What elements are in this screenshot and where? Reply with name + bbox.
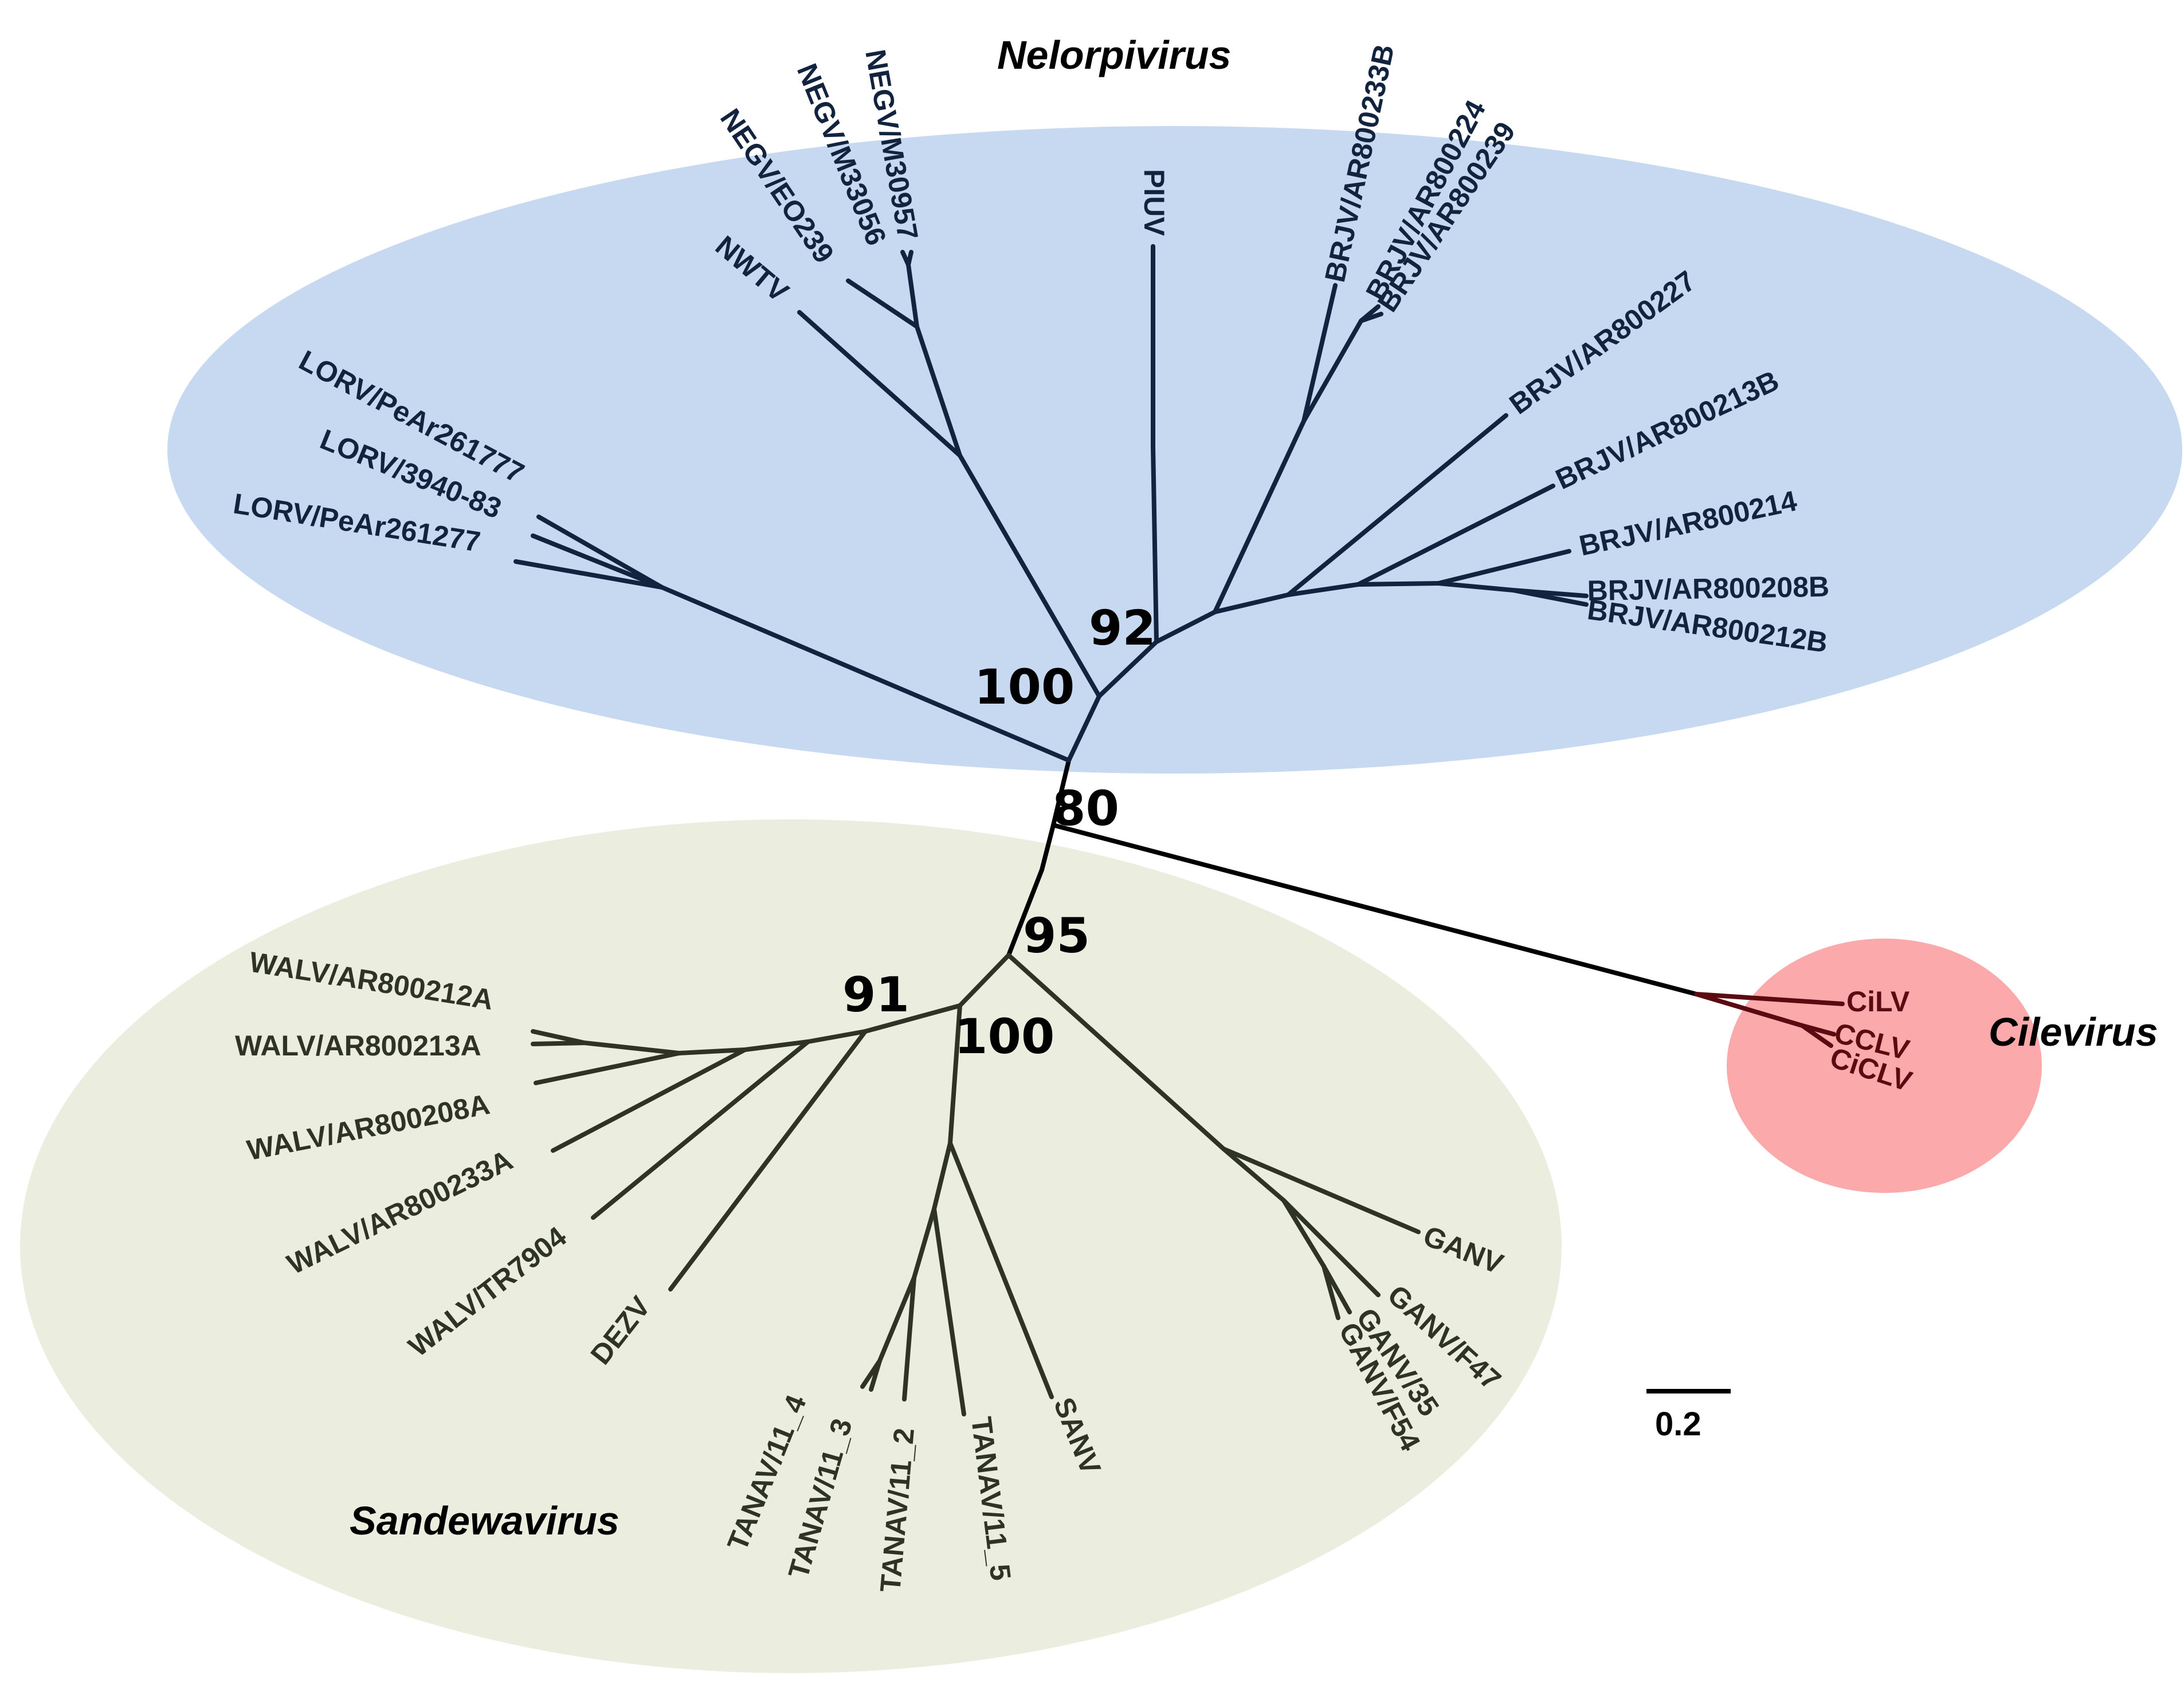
bootstrap-label-100-nelorpivirus: 100: [974, 659, 1075, 715]
branch-brjv-lower: [1213, 592, 1291, 614]
bootstrap-label-91: 91: [842, 967, 909, 1023]
leaf-label-brjv-ar800208b: BRJV/AR800208B: [1587, 571, 1829, 607]
branch-ganv-sub: [1221, 1147, 1286, 1203]
branch-walv-dezv-stem: [863, 1003, 962, 1034]
leaf-label-walv-ar800213a: WALV/AR800213A: [235, 1030, 481, 1062]
backbone-branches: [1006, 758, 1699, 996]
branch-cilv: [1694, 992, 1845, 1006]
branch-walv-stem: [806, 1029, 868, 1044]
cilevirus-branches: [1694, 992, 1845, 1048]
branch-tana-stem2: [912, 1207, 936, 1280]
branch-dezv: [668, 1029, 868, 1292]
branch-brjv-ar800214: [1436, 549, 1571, 586]
scale-bar-label: 0.2: [1655, 1406, 1701, 1443]
nelorpivirus-branches: [513, 244, 1589, 763]
bootstrap-label-95: 95: [1023, 908, 1090, 964]
branch-nelorpi-stem: [1066, 694, 1101, 763]
sandewavirus-clade-area: [20, 819, 1562, 1673]
branch-tana-sanv-stem: [948, 1003, 962, 1145]
branch-ganv-f54: [1322, 1264, 1340, 1320]
clade-name-sandewavirus: Sandewavirus: [350, 1498, 619, 1543]
branch-sandewa-internal: [958, 953, 1011, 1008]
branch-negv-m30957: [906, 250, 913, 267]
branch-brjv-ar800233b: [1301, 283, 1338, 423]
branch-tanav-11-5: [932, 1207, 966, 1416]
branch-backbone-root-to-cilevirus: [1051, 823, 1699, 996]
branch-walv-ar800208a: [534, 1051, 681, 1085]
branch-brjv-208-212-sub: [1436, 581, 1515, 592]
branch-walv-stem2: [743, 1039, 810, 1052]
branch-brjv-upper: [1213, 419, 1306, 614]
branch-tanav-11-3: [860, 1359, 882, 1389]
branch-lorv-group: [660, 585, 1071, 763]
branch-negv-eo239: [846, 278, 919, 329]
branch-tana-stem: [932, 1141, 952, 1211]
leaf-label-piuv: PIUV: [1138, 169, 1170, 236]
branch-brjv-lower2: [1286, 582, 1360, 597]
branch-walv-tr7904: [591, 1039, 810, 1220]
branch-walv-ar800213a: [531, 1041, 587, 1046]
branch-lorv-pear261277: [513, 559, 664, 590]
branch-ciclv: [1800, 1023, 1833, 1048]
branch-walv-stem3: [677, 1047, 747, 1055]
branch-brjv-224-239-sub: [1301, 319, 1363, 423]
branch-walv-ar800233a: [551, 1047, 747, 1153]
branch-lorv-3940-83: [531, 533, 664, 590]
branch-brjv-ar800239: [1359, 312, 1383, 323]
branch-backbone-root-to-sandewavirus: [1006, 823, 1056, 957]
clade-name-cilevirus: Cilevirus: [1989, 1010, 2158, 1054]
bootstrap-label-80: 80: [1052, 780, 1119, 837]
branch-brjv-stem: [1154, 610, 1217, 644]
clade-name-nelorpivirus: Nelorpivirus: [997, 33, 1231, 77]
branch-brjv-ar800213b: [1356, 484, 1555, 587]
branch-sanv: [948, 1141, 1054, 1399]
branch-ganv-sub2: [1281, 1198, 1326, 1269]
branch-negv-group: [958, 453, 1101, 698]
branch-brjv-ar800212b: [1511, 588, 1589, 607]
branch-walv-212-213-sub: [582, 1041, 681, 1055]
bootstrap-label-100-sandewavirus: 100: [954, 1008, 1054, 1065]
branch-negv-sub: [915, 324, 962, 458]
branch-ganv-f47: [1281, 1198, 1381, 1297]
branch-brjv-ar800227: [1286, 413, 1508, 597]
branch-ganv-group: [1006, 953, 1226, 1151]
branch-negv-m-sub: [906, 262, 919, 329]
branch-nwtv: [797, 310, 962, 458]
leaf-label-cilv: CiLV: [1846, 986, 1910, 1018]
sandewavirus-branches: [531, 953, 1421, 1416]
branch-lorv-pear261777: [536, 515, 664, 590]
bootstrap-label-92: 92: [1089, 600, 1156, 656]
scale-bar: 0.2: [1646, 1389, 1731, 1443]
branch-cilv-sub: [1694, 992, 1805, 1028]
nelorpivirus-clade-area: [167, 126, 2182, 774]
branch-piuv: [1151, 244, 1159, 644]
branch-backbone-root-to-nelorpivirus: [1051, 758, 1071, 827]
branch-piuv-stem: [1097, 639, 1159, 698]
branch-ganv: [1221, 1147, 1421, 1234]
branch-tanav-11-2: [902, 1275, 916, 1402]
branch-tana-34-sub: [877, 1275, 916, 1363]
bootstrap-values: 100 92 80 95 91 100: [842, 600, 1156, 1065]
branch-brjv-lower3: [1356, 581, 1441, 587]
